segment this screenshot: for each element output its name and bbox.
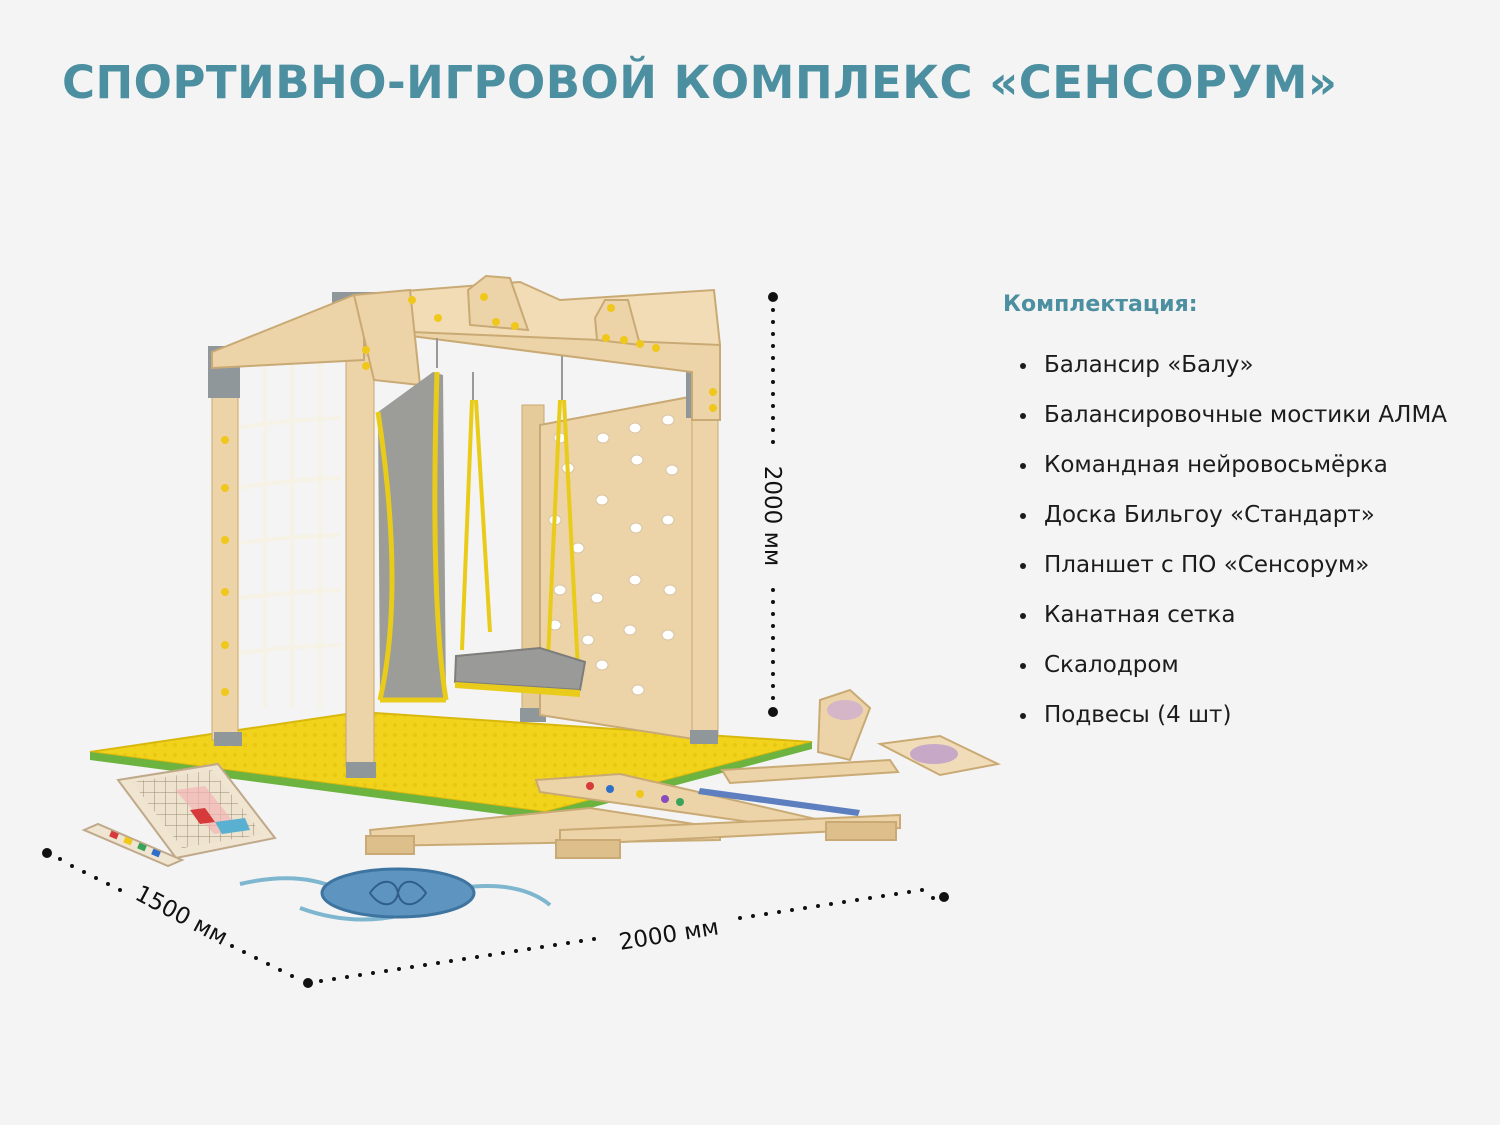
bullet-icon bbox=[1020, 563, 1026, 569]
page-title: СПОРТИВНО-ИГРОВОЙ КОМПЛЕКС «СЕНСОРУМ» bbox=[62, 56, 1338, 109]
bilgou-board bbox=[116, 762, 277, 860]
list-item-label: Командная нейровосьмёрка bbox=[1044, 452, 1388, 478]
list-item: Канатная сетка bbox=[1003, 601, 1473, 630]
hammock bbox=[375, 338, 449, 703]
list-item-label: Канатная сетка bbox=[1044, 602, 1236, 628]
list-item: Подвесы (4 шт) bbox=[1003, 701, 1473, 730]
balance-bridges bbox=[365, 758, 901, 859]
bullet-icon bbox=[1020, 413, 1026, 419]
list-item: Скалодром bbox=[1003, 651, 1473, 680]
bullet-icon bbox=[1020, 613, 1026, 619]
list-item: Планшет с ПО «Сенсорум» bbox=[1003, 551, 1473, 580]
bullet-icon bbox=[1020, 463, 1026, 469]
bullet-icon bbox=[1020, 513, 1026, 519]
width-dimension-label: 2000 мм bbox=[617, 914, 720, 955]
width-dimension-line bbox=[303, 888, 949, 988]
frame-back-posts bbox=[520, 404, 546, 722]
list-item: Балансир «Балу» bbox=[1003, 351, 1473, 380]
bullet-icon bbox=[1020, 363, 1026, 369]
swing-seat bbox=[453, 356, 587, 697]
list-item-label: Балансир «Балу» bbox=[1044, 352, 1254, 378]
climbing-wall bbox=[539, 393, 701, 742]
list-item-label: Планшет с ПО «Сенсорум» bbox=[1044, 552, 1370, 578]
depth-dimension-line bbox=[42, 848, 294, 978]
frame-top-beams bbox=[211, 274, 722, 421]
depth-dimension-label: 1500 мм bbox=[131, 881, 232, 951]
rope-net bbox=[225, 344, 341, 708]
tablet-strip bbox=[81, 822, 185, 868]
list-item-label: Доска Бильгоу «Стандарт» bbox=[1044, 502, 1375, 528]
frame-front-posts bbox=[208, 292, 719, 778]
specs-heading: Комплектация: bbox=[1003, 292, 1198, 317]
specs-panel: Комплектация: Балансир «Балу» Балансиров… bbox=[1003, 292, 1473, 751]
specs-list: Балансир «Балу» Балансировочные мостики … bbox=[1003, 351, 1473, 730]
bullet-icon bbox=[1020, 663, 1026, 669]
list-item: Доска Бильгоу «Стандарт» bbox=[1003, 501, 1473, 530]
bullet-icon bbox=[1020, 713, 1026, 719]
list-item: Балансировочные мостики АЛМА bbox=[1003, 401, 1473, 430]
tilt-board bbox=[876, 734, 1002, 777]
neuro-figure-eight bbox=[239, 867, 552, 922]
list-item-label: Подвесы (4 шт) bbox=[1044, 702, 1232, 728]
list-item-label: Балансировочные мостики АЛМА bbox=[1044, 402, 1448, 428]
list-item: Командная нейровосьмёрка bbox=[1003, 451, 1473, 480]
list-item-label: Скалодром bbox=[1044, 652, 1179, 678]
height-dimension-label: 2000 мм bbox=[759, 466, 785, 567]
height-dimension-line bbox=[768, 292, 778, 717]
balance-board bbox=[816, 688, 872, 762]
